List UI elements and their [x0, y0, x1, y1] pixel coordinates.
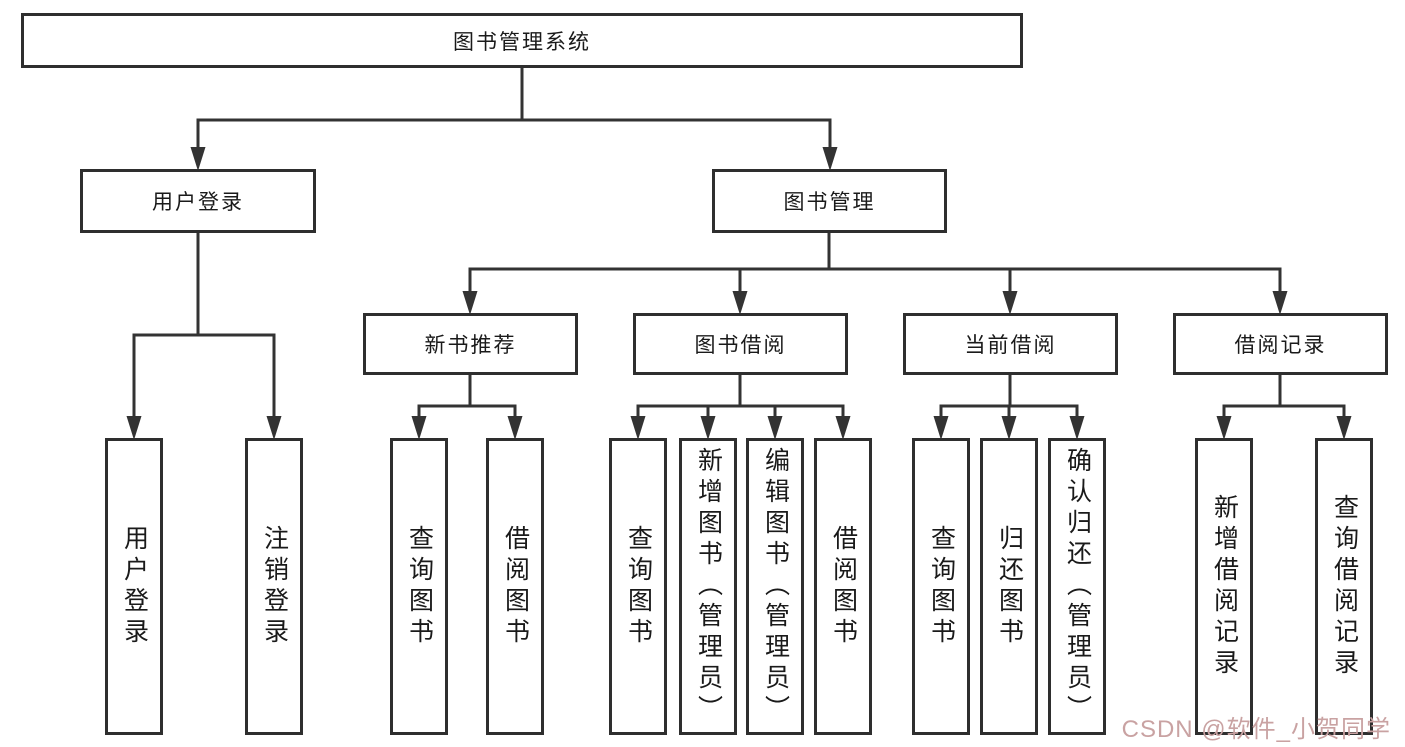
csdn-watermark: CSDN @软件_小贺同学 — [1121, 716, 1391, 743]
leaf-confirm-return-admin-label: 确认归还（管理员） — [1063, 447, 1092, 726]
leaf-add-borrow-record: 新增借阅记录 — [1195, 438, 1253, 735]
leaf-query-books-3: 查询图书 — [912, 438, 970, 735]
node-book-borrow: 图书借阅 — [633, 313, 848, 375]
node-user-login: 用户登录 — [80, 169, 316, 233]
leaf-edit-books-admin-label: 编辑图书（管理员） — [761, 447, 790, 726]
leaf-borrow-books-2: 借阅图书 — [814, 438, 872, 735]
leaf-user-login-label: 用户登录 — [120, 524, 149, 649]
node-book-management: 图书管理 — [712, 169, 947, 233]
leaf-user-login: 用户登录 — [105, 438, 163, 735]
leaf-return-books-label: 归还图书 — [995, 524, 1024, 649]
leaf-query-books-3-label: 查询图书 — [927, 524, 956, 649]
node-root-label: 图书管理系统 — [453, 30, 591, 54]
leaf-edit-books-admin: 编辑图书（管理员） — [746, 438, 804, 735]
leaf-confirm-return-admin: 确认归还（管理员） — [1048, 438, 1106, 735]
leaf-query-books-label: 查询图书 — [405, 524, 434, 649]
node-new-book-recommend: 新书推荐 — [363, 313, 578, 375]
node-current-borrow: 当前借阅 — [903, 313, 1118, 375]
leaf-add-books-admin-label: 新增图书（管理员） — [694, 447, 723, 726]
node-user-login-label: 用户登录 — [152, 191, 244, 214]
leaf-borrow-books: 借阅图书 — [486, 438, 544, 735]
node-current-borrow-label: 当前借阅 — [964, 334, 1057, 357]
leaf-query-books: 查询图书 — [390, 438, 448, 735]
leaf-add-books-admin: 新增图书（管理员） — [679, 438, 737, 735]
leaf-borrow-books-label: 借阅图书 — [501, 524, 530, 649]
node-new-book-recommend-label: 新书推荐 — [424, 334, 517, 357]
node-root: 图书管理系统 — [21, 13, 1023, 68]
leaf-query-books-2: 查询图书 — [609, 438, 667, 735]
leaf-borrow-books-2-label: 借阅图书 — [829, 524, 858, 649]
node-book-management-label: 图书管理 — [783, 191, 876, 214]
node-borrow-records-label: 借阅记录 — [1234, 334, 1327, 357]
node-book-borrow-label: 图书借阅 — [694, 334, 787, 357]
leaf-return-books: 归还图书 — [980, 438, 1038, 735]
leaf-logout-label: 注销登录 — [260, 524, 289, 649]
leaf-query-borrow-record: 查询借阅记录 — [1315, 438, 1373, 735]
node-borrow-records: 借阅记录 — [1173, 313, 1388, 375]
leaf-query-books-2-label: 查询图书 — [624, 524, 653, 649]
leaf-query-borrow-record-label: 查询借阅记录 — [1330, 493, 1359, 680]
leaf-logout: 注销登录 — [245, 438, 303, 735]
leaf-add-borrow-record-label: 新增借阅记录 — [1210, 493, 1239, 680]
